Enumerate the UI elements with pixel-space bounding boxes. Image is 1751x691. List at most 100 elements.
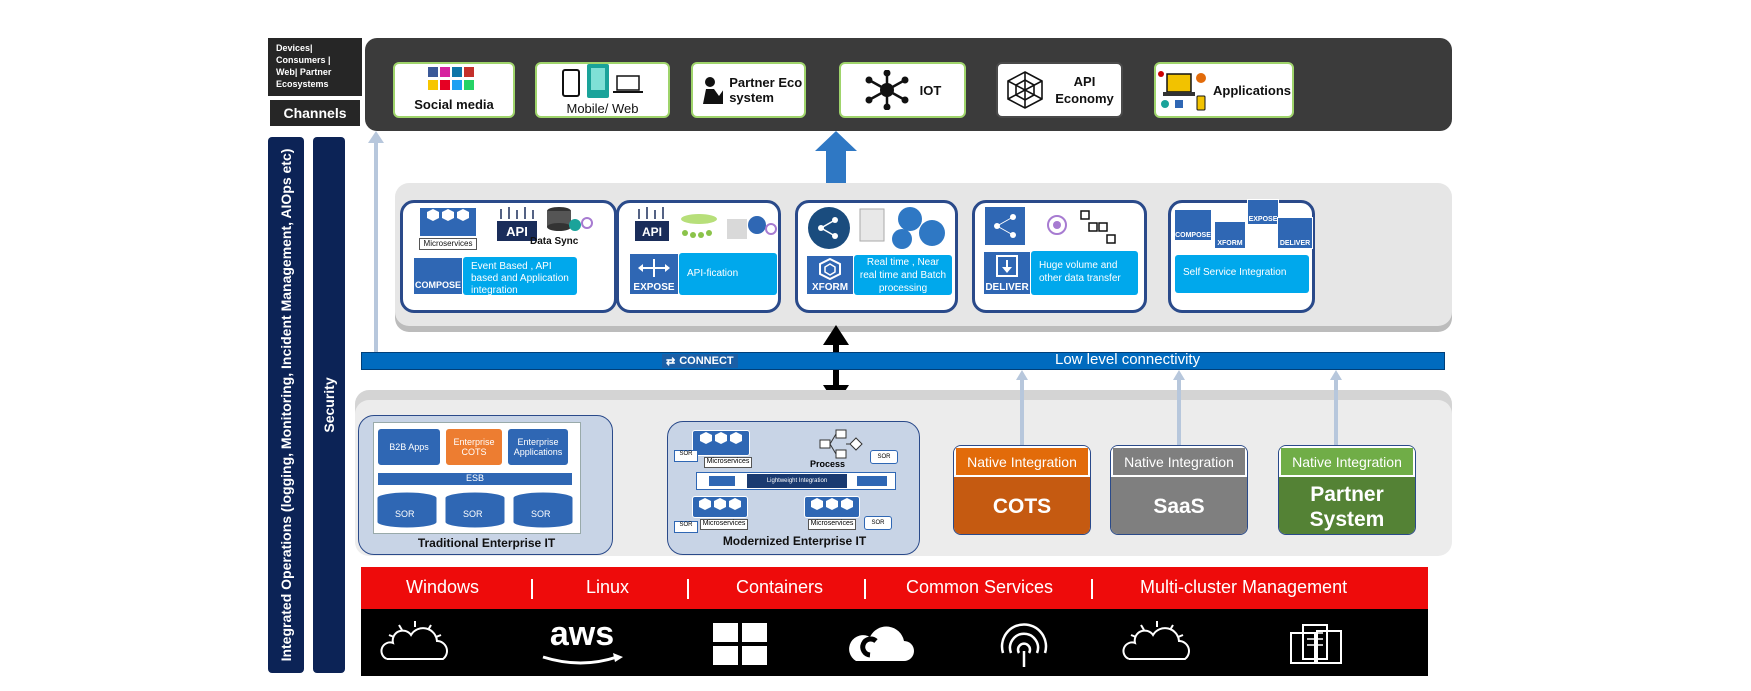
deliver-mini-tile: DELIVER (1277, 217, 1313, 249)
database-sync-icon (547, 207, 593, 231)
social-icons (427, 67, 474, 90)
operations-bar: Integrated Operations (logging, Monitori… (268, 137, 304, 673)
api-icon: API (497, 207, 537, 241)
apification-box: API-fication (679, 253, 777, 295)
microservices-label: Microservices (808, 519, 856, 530)
channel-label: Social media (414, 97, 494, 112)
sor-small: SOR (674, 521, 698, 533)
microservices-tile (804, 496, 860, 518)
api-text: API (642, 225, 662, 239)
sor-small: SOR (674, 450, 698, 462)
low-level-label: Low level connectivity (1055, 351, 1201, 368)
channel-label: API Economy (1055, 74, 1114, 106)
modernized-it-box: Microservices SOR Process SOR Lightweigh… (667, 421, 920, 555)
channels-label: Channels (268, 98, 362, 128)
deliver-mini-label: DELIVER (1279, 240, 1311, 247)
devices-label: Devices| Consumers | Web| Partner Ecosys… (268, 38, 362, 96)
network-icon (1006, 71, 1043, 109)
connect-label: CONNECT (679, 355, 734, 367)
channel-label: Partner Eco system (729, 75, 803, 105)
traditional-title: Traditional Enterprise IT (417, 536, 556, 550)
lightweight-frame: Lightweight Integration (696, 472, 896, 490)
hub-icon (865, 70, 909, 110)
expose-mini-label: EXPOSE (1248, 216, 1278, 223)
servers-icon (1290, 624, 1342, 664)
native-cots: Native Integration COTS (953, 445, 1091, 535)
native-body: COTS (954, 477, 1090, 534)
native-up-arrow (1173, 370, 1185, 445)
channel-api-economy: API Economy (996, 62, 1123, 118)
deliver-card: DELIVER Huge volume and other data trans… (972, 200, 1147, 313)
xform-mini-tile: XFORM (1214, 221, 1246, 249)
sor-label: SOR (463, 509, 483, 519)
microservices-label: Microservices (419, 238, 477, 250)
platform-bar: Windows Linux Containers Common Services… (361, 567, 1428, 609)
microservices-tile (692, 496, 748, 518)
lightweight-block (857, 476, 887, 486)
cloud-provider-bar: aws (361, 609, 1428, 676)
gears-icon (859, 207, 945, 249)
platform-separator (864, 579, 866, 599)
partner-icon (703, 77, 724, 104)
channel-label: Applications (1212, 82, 1291, 98)
ibm-cloud-icon (1122, 621, 1190, 660)
native-header: Native Integration (1279, 446, 1415, 477)
native-partner: Native Integration Partner System (1278, 445, 1416, 535)
platform-separator (1091, 579, 1093, 599)
apps-icon (1157, 71, 1206, 111)
channel-label: Mobile/ Web (566, 100, 639, 116)
edge-icon (1000, 623, 1048, 667)
self-service-box: Self Service Integration (1175, 255, 1309, 293)
hexagons-icon (427, 209, 469, 221)
compose-description: Event Based , API based and Application … (463, 257, 577, 296)
security-label: Security (321, 377, 337, 433)
api-text: API (506, 224, 528, 239)
platform-multi-cluster: Multi-cluster Management (1140, 577, 1348, 597)
integration-band: Microservices API Data Sync COMPOSE Even… (395, 183, 1452, 326)
native-header: Native Integration (1111, 446, 1247, 477)
microservices-label: Microservices (704, 457, 752, 468)
channel-mobile-web: Mobile/ Web (535, 62, 670, 118)
connect-icon: ⇄ (666, 355, 676, 368)
xform-mini-label: XFORM (1217, 240, 1243, 247)
devices-icon (561, 63, 643, 98)
native-body: SaaS (1111, 477, 1247, 534)
lightweight-label: Lightweight Integration (747, 474, 847, 488)
platform-linux: Linux (586, 577, 630, 597)
process-circle-icon (808, 207, 850, 249)
compose-card: Microservices API Data Sync COMPOSE Even… (400, 200, 617, 313)
expose-arrows-icon (638, 259, 670, 277)
b2b-apps: B2B Apps (377, 428, 441, 466)
enterprise-applications: Enterprise Applications (507, 428, 569, 466)
hexagons-icon (700, 432, 742, 444)
aws-smile-icon (542, 653, 623, 665)
data-sync-label: Data Sync (530, 236, 579, 247)
cloud-data-icon (681, 214, 777, 239)
platform-separator (531, 579, 533, 599)
expose-mini-tile: EXPOSE (1247, 199, 1279, 225)
esb-bar: ESB (377, 472, 573, 486)
download-icon (996, 255, 1018, 277)
sor-label: SOR (531, 509, 551, 519)
channel-social-media: Social media (393, 62, 515, 118)
microservices-label: Microservices (700, 519, 748, 530)
api-icon: API (635, 207, 669, 241)
compose-mini-label: COMPOSE (1175, 232, 1211, 239)
xform-card: XFORM Real time , Near real time and Bat… (795, 200, 958, 313)
compose-label: COMPOSE (414, 280, 461, 290)
traditional-it-box: B2B Apps Enterprise COTS Enterprise Appl… (358, 415, 613, 555)
native-up-arrow (1330, 370, 1342, 445)
platform-windows: Windows (406, 577, 480, 597)
connect-badge: ⇄ CONNECT (662, 354, 738, 368)
process-icon (819, 429, 863, 459)
thin-up-arrow (368, 131, 384, 353)
platform-containers: Containers (736, 577, 824, 597)
expose-label: EXPOSE (633, 282, 675, 293)
native-up-arrow (1016, 370, 1028, 445)
self-service-card: COMPOSE XFORM EXPOSE DELIVER Self Servic… (1168, 199, 1315, 313)
lightweight-block (709, 476, 735, 486)
up-arrow (815, 131, 857, 183)
xform-description: Real time , Near real time and Batch pro… (854, 255, 952, 295)
deliver-description: Huge volume and other data transfer (1031, 251, 1138, 295)
